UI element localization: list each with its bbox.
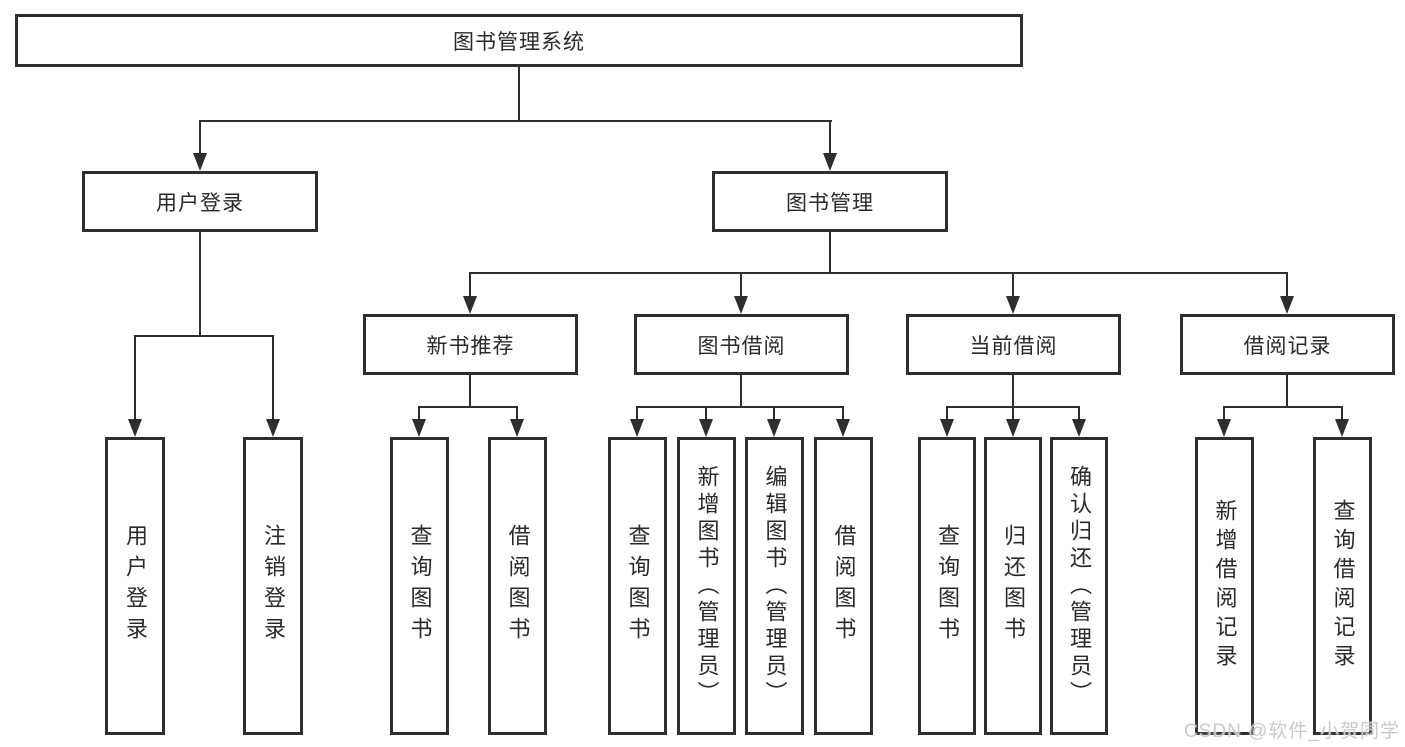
leaf-label: 归还图书 <box>1001 524 1026 648</box>
connector-line <box>518 67 520 122</box>
arrow-down-icon <box>510 419 524 437</box>
leaf-query-books-recommend: 查询图书 <box>390 437 449 735</box>
connector-line <box>842 406 844 420</box>
connector-line <box>636 406 638 420</box>
connector-line <box>272 335 274 420</box>
leaf-label: 新增图书（管理员） <box>694 464 720 708</box>
leaf-label: 查询图书 <box>935 524 960 648</box>
leaf-add-borrow-record: 新增借阅记录 <box>1195 437 1254 735</box>
leaf-label: 用户登录 <box>123 524 148 648</box>
leaf-label: 确认归还（管理员） <box>1067 464 1092 708</box>
arrow-down-icon <box>699 419 713 437</box>
connector-line <box>1223 406 1225 420</box>
arrow-down-icon <box>1280 296 1294 314</box>
leaf-label: 借阅图书 <box>505 524 531 648</box>
leaf-return-books: 归还图书 <box>984 437 1042 735</box>
connector-line <box>418 406 518 408</box>
leaf-query-borrow-record: 查询借阅记录 <box>1313 437 1372 735</box>
leaf-user-login: 用户登录 <box>105 437 165 735</box>
arrow-down-icon <box>463 296 477 314</box>
node-label: 图书管理 <box>786 191 874 215</box>
connector-line <box>134 335 136 420</box>
arrow-down-icon <box>836 419 850 437</box>
leaf-label: 查询图书 <box>407 524 433 648</box>
arrow-down-icon <box>193 153 207 171</box>
watermark: CSDN @软件_小贺同学 <box>1184 721 1400 742</box>
arrow-down-icon <box>412 419 426 437</box>
leaf-label: 借阅图书 <box>831 524 857 648</box>
connector-line <box>199 120 201 154</box>
connector-line <box>1286 375 1288 408</box>
connector-line <box>705 406 707 420</box>
connector-line <box>134 335 274 337</box>
node-label: 图书管理系统 <box>453 30 585 54</box>
leaf-edit-books-admin: 编辑图书（管理员） <box>745 437 804 735</box>
connector-line <box>1012 406 1014 420</box>
connector-line <box>740 272 742 297</box>
connector-line <box>469 375 471 408</box>
node-user-login: 用户登录 <box>82 171 318 232</box>
connector-line <box>1223 406 1343 408</box>
connector-line <box>946 406 948 420</box>
arrow-down-icon <box>1335 419 1349 437</box>
arrow-down-icon <box>1217 419 1231 437</box>
node-book-management: 图书管理 <box>712 171 948 232</box>
connector-line <box>829 232 831 274</box>
connector-line <box>1341 406 1343 420</box>
arrow-down-icon <box>734 296 748 314</box>
leaf-confirm-return-admin: 确认归还（管理员） <box>1050 437 1108 735</box>
node-label: 用户登录 <box>156 191 244 215</box>
node-label: 当前借阅 <box>969 334 1058 358</box>
node-new-book-recommend: 新书推荐 <box>363 314 578 375</box>
leaf-label: 注销登录 <box>261 524 286 648</box>
arrow-down-icon <box>266 419 280 437</box>
connector-line <box>418 406 420 420</box>
arrow-down-icon <box>1006 419 1020 437</box>
leaf-query-books-current: 查询图书 <box>918 437 976 735</box>
node-book-borrow: 图书借阅 <box>634 314 849 375</box>
leaf-label: 查询图书 <box>625 524 651 648</box>
connector-line <box>636 406 844 408</box>
node-label: 借阅记录 <box>1243 334 1332 358</box>
leaf-logout: 注销登录 <box>243 437 303 735</box>
leaf-borrow-books-recommend: 借阅图书 <box>488 437 547 735</box>
leaf-label: 查询借阅记录 <box>1330 499 1356 673</box>
connector-line <box>516 406 518 420</box>
leaf-borrow-books: 借阅图书 <box>814 437 873 735</box>
connector-line <box>740 375 742 408</box>
node-label: 新书推荐 <box>426 334 515 358</box>
arrow-down-icon <box>1006 296 1020 314</box>
arrow-down-icon <box>823 153 837 171</box>
arrow-down-icon <box>128 419 142 437</box>
node-label: 图书借阅 <box>697 334 786 358</box>
leaf-add-books-admin: 新增图书（管理员） <box>677 437 736 735</box>
connector-line <box>1012 375 1014 408</box>
leaf-label: 编辑图书（管理员） <box>762 464 788 708</box>
connector-line <box>469 272 471 297</box>
arrow-down-icon <box>1072 419 1086 437</box>
connector-line <box>1286 272 1288 297</box>
connector-line <box>469 272 1288 274</box>
leaf-label: 新增借阅记录 <box>1212 499 1238 673</box>
connector-line <box>199 232 201 337</box>
arrow-down-icon <box>767 419 781 437</box>
node-current-borrow: 当前借阅 <box>906 314 1121 375</box>
connector-line <box>829 120 831 154</box>
node-borrow-records: 借阅记录 <box>1180 314 1395 375</box>
connector-line <box>773 406 775 420</box>
node-library-system: 图书管理系统 <box>15 14 1023 67</box>
connector-line <box>199 120 832 122</box>
arrow-down-icon <box>630 419 644 437</box>
arrow-down-icon <box>940 419 954 437</box>
connector-line <box>1012 272 1014 297</box>
connector-line <box>1078 406 1080 420</box>
leaf-query-books-borrow: 查询图书 <box>608 437 667 735</box>
